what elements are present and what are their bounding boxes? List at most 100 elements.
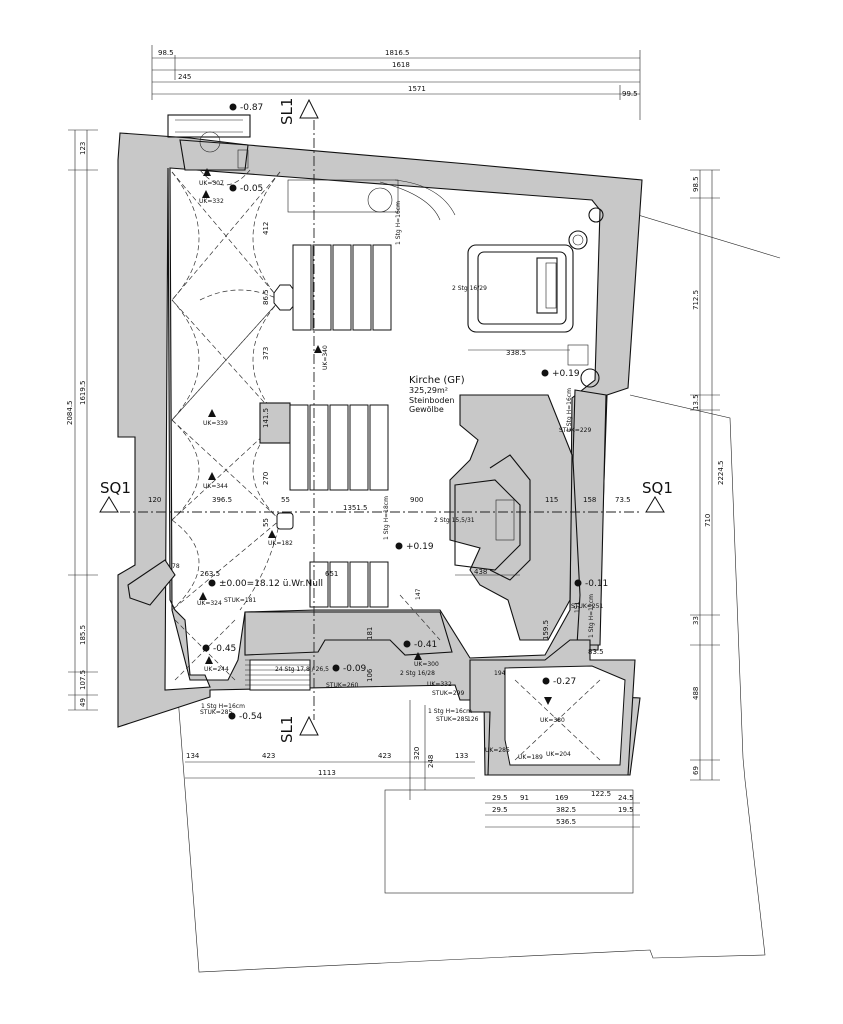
annotation: 151: [574, 601, 581, 613]
dim-mid1: 13.5: [692, 394, 700, 410]
interior-dimensions: 338.5 438 412 86.5 373 141.5 270 263.5 1…: [200, 222, 604, 682]
dim: 169: [555, 794, 568, 802]
bottom-dimensions: 134 423 423 1113 133 320 248: [185, 700, 475, 800]
pew: [309, 561, 329, 608]
dim: 122.5: [591, 790, 611, 798]
annotation: UK=285: [485, 747, 510, 754]
section-marker-sq1-right: SQ1: [642, 479, 673, 513]
dim: 134: [186, 752, 200, 760]
dim-left-offset: 98.5: [158, 49, 174, 57]
annotation: 2 Stg 16/28: [400, 670, 435, 677]
dim: 83.5: [588, 648, 604, 656]
dim: 1351.5: [343, 504, 368, 512]
annotation: UK=332: [427, 681, 452, 688]
site-outline: [177, 211, 781, 973]
room-name: Kirche (GF): [409, 375, 465, 386]
pew: [292, 244, 312, 331]
pew: [369, 561, 389, 608]
altar-lower: [454, 454, 531, 581]
dim: 159.5: [542, 620, 550, 640]
level-nave: +0.19: [406, 542, 434, 552]
annotation: UK=307: [199, 180, 224, 187]
pew: [349, 404, 369, 491]
level-upper: -0.05: [240, 184, 263, 194]
top-dimensions: 1816.5 98.5 1618 245 1571 99.5: [151, 45, 641, 120]
dim: 412: [262, 222, 270, 235]
annotation: UK=300: [414, 661, 439, 668]
pews-upper: [292, 244, 392, 331]
pew: [329, 404, 349, 491]
dim: 651: [325, 570, 338, 578]
pillar-upper: [273, 284, 297, 311]
annotation: STUK=229: [559, 427, 591, 434]
dim: 133: [455, 752, 468, 760]
annotation: STUK=299: [432, 690, 464, 697]
annotation: UK=332: [199, 198, 224, 205]
dim-lower: 488: [692, 687, 700, 700]
pillars: [259, 284, 297, 530]
annotation: 2 Stg 15,5/31: [434, 517, 475, 524]
pew: [329, 561, 349, 608]
annotation: STUK=260: [326, 682, 358, 689]
section-marker-sl1-bottom: SL1: [278, 716, 319, 743]
annotation: 1 Stg H=18cm: [383, 496, 390, 540]
dim: 248: [427, 755, 435, 768]
dim: 86.5: [262, 289, 270, 305]
annotation: 126: [467, 716, 479, 723]
level-symbol: [541, 369, 549, 377]
annotation: STUK=181: [224, 597, 256, 604]
main-stair: [245, 659, 310, 686]
dim: 423: [378, 752, 391, 760]
right-dimensions: 2224.5 98.5 712.5 13.5 710 33 488 69: [690, 169, 725, 781]
annotation: UK=182: [268, 540, 293, 547]
dim: 24.5: [618, 794, 634, 802]
level-markers: -0.87 -0.05 +0.19 +0.19 ±0.00=18.12 ü.Wr…: [202, 103, 608, 722]
section-marker-sq1-left: SQ1: [99, 479, 131, 513]
annotation: STUK=285: [436, 716, 468, 723]
dim-main: 712.5: [692, 290, 700, 310]
level-symbol: [542, 677, 550, 685]
level-altar: +0.19: [552, 369, 580, 379]
sacristy-room: [504, 665, 626, 766]
dim-main: 1619.5: [79, 381, 87, 406]
annotation: UK=204: [546, 751, 571, 758]
dim: 73.5: [615, 496, 631, 504]
dim: 55: [281, 496, 290, 504]
level-stair: -0.41: [414, 640, 437, 650]
dim: 396.5: [212, 496, 232, 504]
level-right: -0.11: [585, 579, 608, 589]
room-floor: Steinboden: [409, 396, 454, 405]
pew: [352, 244, 372, 331]
dim-bottom1: 107.5: [79, 670, 87, 690]
top-entrance-wall: [179, 139, 249, 171]
top-entrance-detail: [167, 114, 251, 169]
dim: 29.5: [492, 806, 508, 814]
dim: 320: [413, 747, 421, 760]
dim: 536.5: [556, 818, 576, 826]
level-sacristy: -0.27: [553, 677, 576, 687]
pews-middle: [289, 404, 389, 491]
annotation: 2 Stg 16/29: [452, 285, 487, 292]
annex-rectangle: [384, 789, 634, 894]
dim: 423: [262, 752, 275, 760]
section-label: SQ1: [642, 479, 673, 497]
dim: 19.5: [618, 806, 634, 814]
level-symbol: [332, 664, 340, 672]
altar-upper: [467, 207, 604, 388]
annotation: 78: [172, 563, 180, 570]
level-symbol: [403, 640, 411, 648]
annotation: UK=339: [203, 420, 228, 427]
level-symbol: [208, 579, 216, 587]
annex-dimensions: 29.5 91 169 122.5 24.5 382.5 29.5 536.5 …: [485, 790, 640, 828]
dim-overall: 1816.5: [385, 49, 410, 57]
dim-overall: 2224.5: [717, 461, 725, 486]
level-symbol: [395, 542, 403, 550]
dim-mid3: 33: [692, 616, 700, 625]
section-line-dimensions: 120 396.5 55 1351.5 900 115 158 73.5: [148, 496, 631, 512]
annotation: 1 Stg H=16cm: [566, 388, 573, 432]
dim-inner: 1618: [392, 61, 410, 69]
level-left: -0.45: [213, 644, 236, 654]
pew: [312, 244, 332, 331]
level-center-bottom: -0.09: [343, 664, 367, 674]
